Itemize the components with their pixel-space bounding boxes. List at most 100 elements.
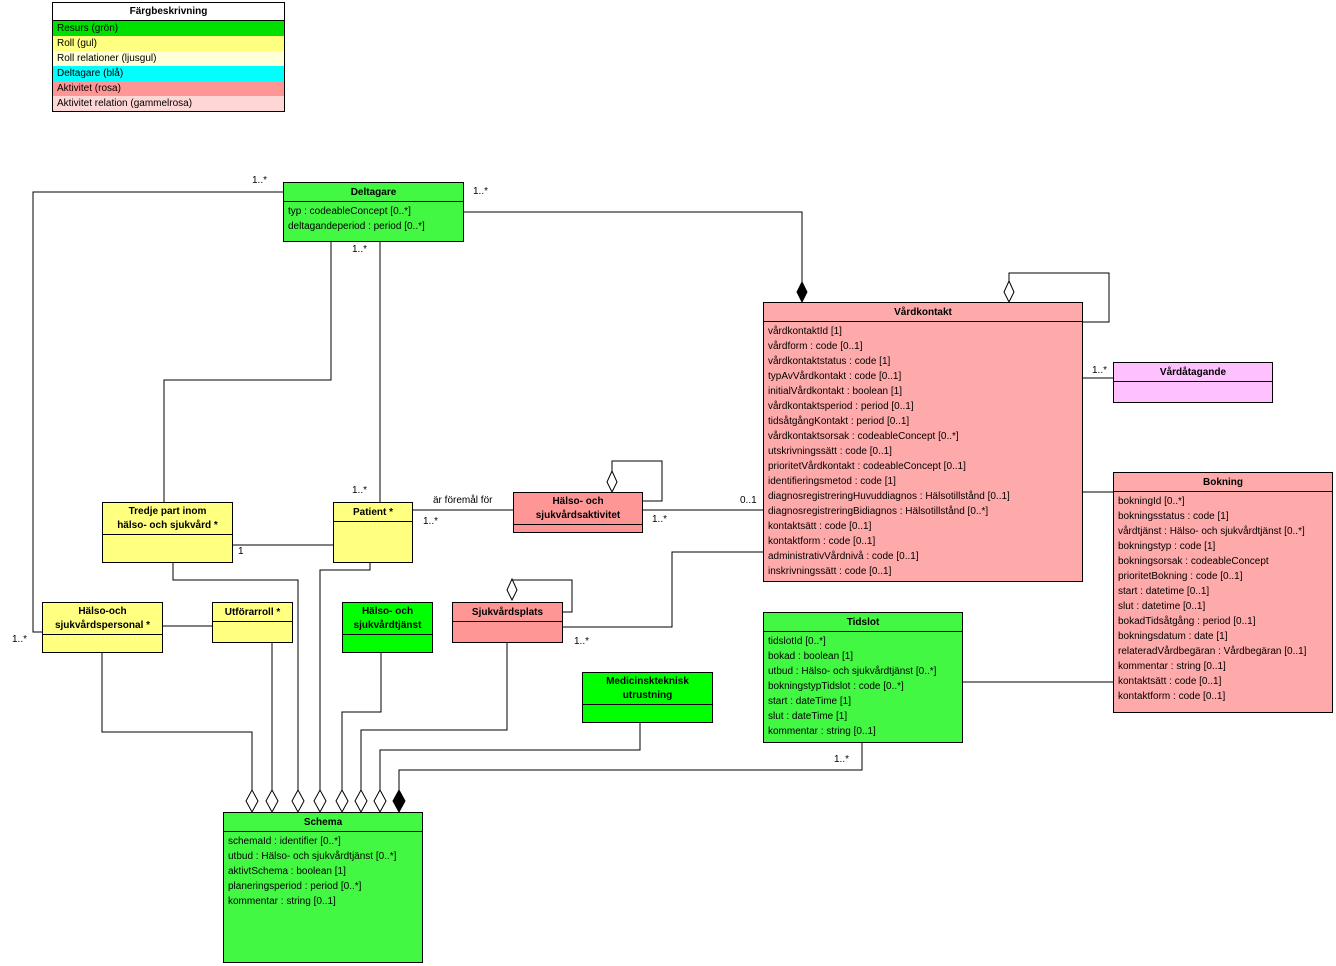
multiplicity-label: 1..* (352, 244, 368, 255)
class-medicinskteknisk-utrustning[interactable]: Medicinskteknisk utrustning (582, 672, 713, 723)
class-attribute: vårdkontaktsorsak : codeableConcept [0..… (768, 431, 959, 442)
class-title: Medicinskteknisk utrustning (583, 673, 712, 705)
class-attribute: bokningsorsak : codeableConcept (1118, 556, 1269, 567)
class-attribute: typ : codeableConcept [0..*] (288, 206, 411, 217)
class-title: Utförarroll * (213, 603, 292, 622)
composition-diamond-schema (392, 788, 406, 814)
class-title-line1: Tredje part inom (128, 506, 207, 517)
class-attribute: relateradVårdbegäran : Vårdbegäran [0..1… (1118, 646, 1307, 657)
class-title: Patient * (334, 503, 412, 522)
legend-item-resurs: Resurs (grön) (53, 21, 284, 36)
multiplicity-label: 1..* (352, 485, 368, 496)
class-attribute: schemaId : identifier [0..*] (228, 836, 341, 847)
class-tredje-part[interactable]: Tredje part inom hälso- och sjukvård * (102, 502, 233, 563)
class-attribute: start : dateTime [1] (768, 696, 851, 707)
class-title-line1: Hälso-och (78, 606, 127, 617)
connector-medteknisk-schema (379, 722, 641, 792)
connector-vardtjanst-schema (341, 652, 382, 792)
class-attribute: bokadTidsåtgång : period [0..1] (1118, 616, 1256, 627)
association-label: är föremål för (433, 495, 493, 506)
class-title: Tidslot (764, 613, 962, 632)
class-attribute: initialVårdkontakt : boolean [1] (768, 386, 902, 397)
multiplicity-label: 1..* (423, 516, 439, 527)
legend-title: Färgbeskrivning (53, 3, 284, 21)
connector-sjukvardsplats-schema (360, 643, 508, 792)
class-title: Deltagare (284, 183, 463, 202)
class-attribute: diagnosregistreringHuvuddiagnos : Hälsot… (768, 491, 1010, 502)
class-patient[interactable]: Patient * (333, 502, 413, 563)
attribute-list: tidslotId [0..*] bokad : boolean [1] utbud… (764, 632, 962, 741)
connector-deltagare-personal (32, 191, 283, 633)
aggregation-diamond-schema-5 (335, 788, 349, 814)
class-vardkontakt[interactable]: Vårdkontakt vårdkontaktId [1] vårdform : … (763, 302, 1083, 582)
class-title-line2: hälso- och sjukvård * (117, 520, 218, 531)
class-attribute: bokad : boolean [1] (768, 651, 854, 662)
class-attribute: identifieringsmetod : code [1] (768, 476, 896, 487)
class-deltagare[interactable]: Deltagare typ : codeableConcept [0..*]de… (283, 182, 464, 242)
class-attribute: prioritetBokning : code [0..1] (1118, 571, 1243, 582)
multiplicity-label: 0..1 (740, 495, 757, 506)
multiplicity-label: 1..* (12, 634, 28, 645)
class-title-line2: utrustning (622, 690, 673, 701)
attribute-list: vårdkontaktId [1] vårdform : code [0..1] v… (764, 322, 1082, 581)
connector-tidslot-schema (398, 742, 863, 792)
class-attribute: utbud : Hälso- och sjukvårdtjänst [0..*] (228, 851, 397, 862)
class-title: Vårdkontakt (764, 303, 1082, 322)
class-attribute: planeringsperiod : period [0..*] (228, 881, 362, 892)
class-vardatagande[interactable]: Vårdåtagande (1113, 362, 1273, 403)
aggregation-diamond-sjukvardsplats-self (506, 577, 518, 602)
class-title-line2: sjukvårdspersonal * (54, 620, 151, 631)
multiplicity-label: 1 (238, 546, 244, 557)
aggregation-diamond-schema-2 (265, 788, 279, 814)
class-title: Sjukvårdsplats (453, 603, 562, 622)
attribute-list: schemaId : identifier [0..*] utbud : Häls… (224, 832, 422, 911)
class-schema[interactable]: Schema schemaId : identifier [0..*]utbud… (223, 812, 423, 963)
class-title: Hälso- och sjukvårdsaktivitet (514, 493, 642, 525)
class-attribute: vårdkontaktsperiod : period [0..1] (768, 401, 914, 412)
class-attribute: bokningsdatum : date [1] (1118, 631, 1228, 642)
connector-deltagare-vardkontakt (463, 211, 803, 282)
class-attribute: bokningsstatus : code [1] (1118, 511, 1229, 522)
class-title-line2: sjukvårdsaktivitet (535, 510, 621, 521)
class-attribute: diagnosregistreringBidiagnos : Hälsotill… (768, 506, 989, 517)
multiplicity-label: 1..* (1092, 365, 1108, 376)
connector-sjukvardsplats-vardkontakt (562, 551, 763, 628)
class-attribute: vårdform : code [0..1] (768, 341, 863, 352)
composition-diamond-vardkontakt (796, 280, 808, 304)
multiplicity-label: 1..* (652, 514, 668, 525)
connector-patient-schema (319, 562, 371, 792)
class-attribute: kommentar : string [0..1] (768, 726, 876, 737)
aggregation-diamond-schema-7 (373, 788, 387, 814)
class-sjukvardsplats[interactable]: Sjukvårdsplats (452, 602, 563, 643)
class-title: Tredje part inom hälso- och sjukvård * (103, 503, 232, 535)
class-halso-sjukvardsaktivitet[interactable]: Hälso- och sjukvårdsaktivitet (513, 492, 643, 533)
multiplicity-label: 1..* (473, 186, 489, 197)
class-attribute: kontaktform : code [0..1] (1118, 691, 1226, 702)
class-utforarroll[interactable]: Utförarroll * (212, 602, 293, 643)
class-attribute: aktivtSchema : boolean [1] (228, 866, 346, 877)
aggregation-diamond-schema-1 (245, 788, 259, 814)
class-attribute: typAvVårdkontakt : code [0..1] (768, 371, 902, 382)
class-tidslot[interactable]: Tidslot tidslotId [0..*] bokad : boolean … (763, 612, 963, 743)
class-bokning[interactable]: Bokning bokningId [0..*]bokningsstatus :… (1113, 472, 1333, 713)
class-attribute: tidslotId [0..*] (768, 636, 826, 647)
legend-item-aktivitet: Aktivitet (rosa) (53, 81, 284, 96)
connector-personal-schema (101, 652, 253, 792)
class-title-line1: Medicinskteknisk (606, 676, 689, 687)
class-attribute: bokningstyp : code [1] (1118, 541, 1216, 552)
class-halso-sjukvardtjanst[interactable]: Hälso- och sjukvårdtjänst (342, 602, 433, 653)
legend-item-deltagare: Deltagare (blå) (53, 66, 284, 81)
multiplicity-label: 1..* (834, 754, 850, 765)
aggregation-diamond-schema-6 (354, 788, 368, 814)
class-attribute: vårdkontaktId [1] (768, 326, 842, 337)
class-title-line1: Hälso- och (552, 496, 604, 507)
class-attribute: utskrivningssätt : code [0..1] (768, 446, 892, 457)
class-title: Vårdåtagande (1114, 363, 1272, 382)
class-attribute: utbud : Hälso- och sjukvårdtjänst [0..*] (768, 666, 937, 677)
legend-item-roll: Roll (gul) (53, 36, 284, 51)
class-halso-sjukvardspersonal[interactable]: Hälso-och sjukvårdspersonal * (42, 602, 163, 653)
class-attribute: slut : dateTime [1] (768, 711, 848, 722)
class-title-line1: Hälso- och (361, 606, 414, 617)
color-legend: Färgbeskrivning Resurs (grön) Roll (gul)… (52, 2, 285, 112)
class-attribute: bokningstypTidslot : code [0..*] (768, 681, 904, 692)
